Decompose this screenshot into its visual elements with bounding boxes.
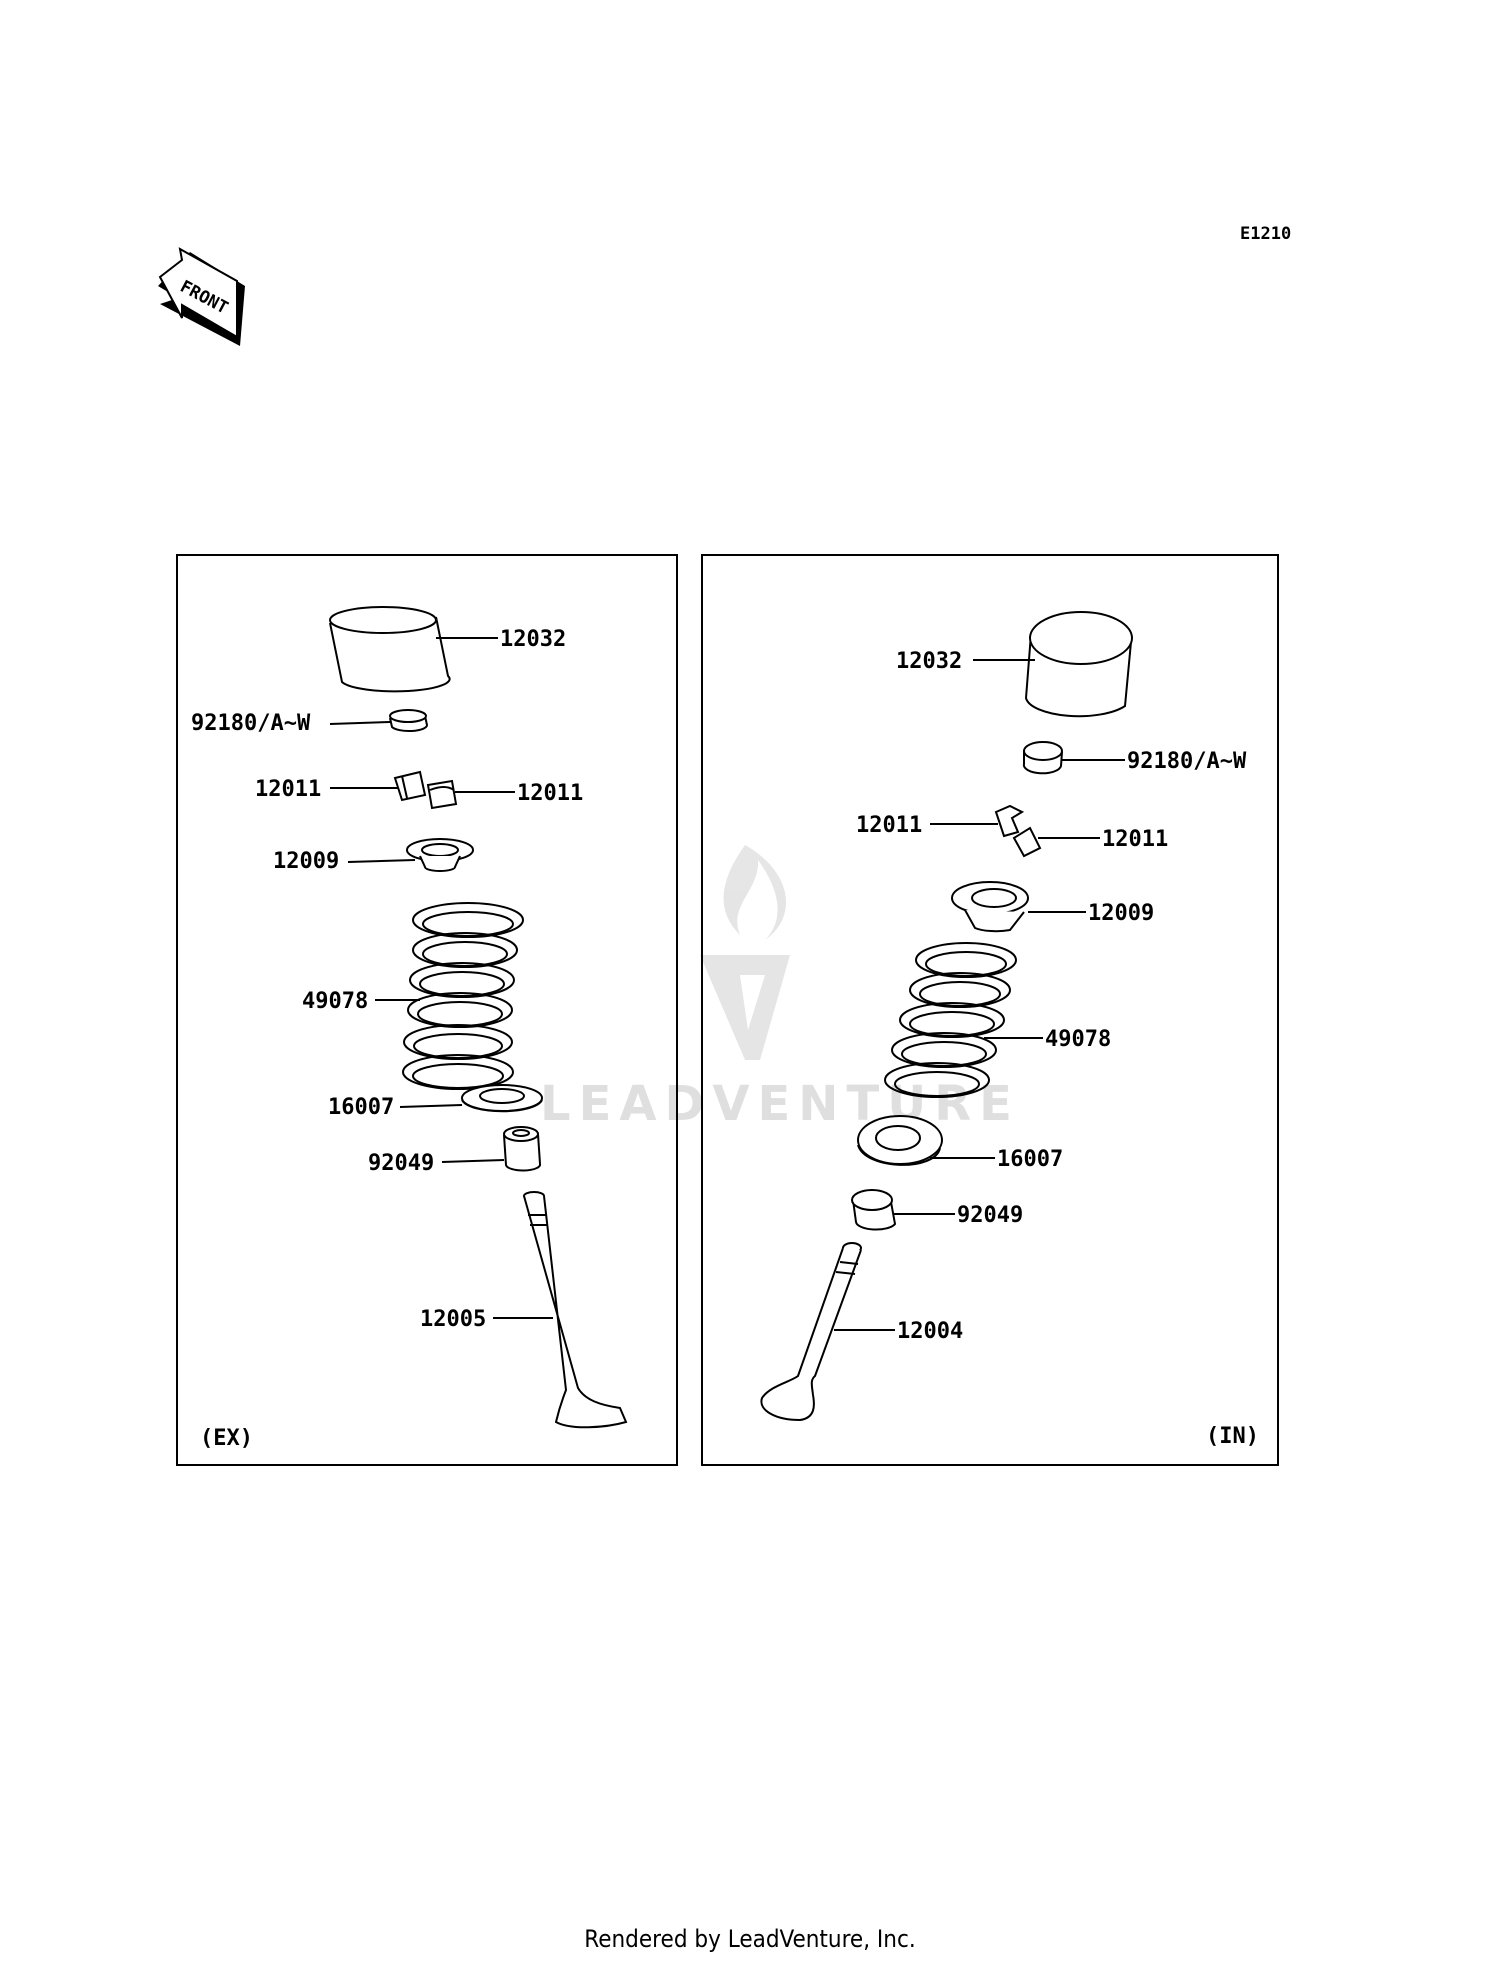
part-label-ex-retainer: 12009 [273,849,339,874]
part-label-in-seal: 92049 [957,1203,1023,1228]
part-label-in-valve: 12004 [897,1319,963,1344]
panel-ex-tag: (EX) [200,1426,253,1451]
diagram-code: E1210 [1240,224,1291,244]
part-label-ex-cotter-right: 12011 [517,781,583,806]
front-arrow-icon: FRONT [158,247,245,346]
watermark-logo: LEADVENTURE [540,845,1020,1132]
retainer-part [951,881,1029,933]
part-label-in-tappet: 12032 [896,649,962,674]
retainer-part [406,838,474,872]
intake-valve-part [760,1242,862,1422]
leader-lines-in [834,659,1125,1331]
part-label-in-spring: 49078 [1045,1027,1111,1052]
cotter-part-left [393,770,427,802]
part-label-in-shim: 92180/A~W [1127,749,1247,774]
part-label-in-cotter-right: 12011 [1102,827,1168,852]
stem-seal-part [503,1126,542,1172]
footer-credit: Rendered by LeadVenture, Inc. [584,1925,915,1953]
part-label-in-seat: 16007 [997,1147,1063,1172]
spring-seat-part [461,1084,543,1113]
spring-seat-part [857,1115,943,1166]
leader-lines-ex [329,637,553,1319]
spring-part [884,942,1017,1098]
part-label-ex-tappet: 12032 [500,627,566,652]
panel-in-frame [701,554,1279,1466]
tappet-part [329,606,451,693]
part-label-ex-shim: 92180/A~W [191,711,311,736]
part-label-ex-spring: 49078 [302,989,368,1014]
tappet-part [1024,611,1133,718]
part-label-in-retainer: 12009 [1088,901,1154,926]
shim-part [389,709,429,733]
shim-part [1022,741,1063,775]
cotter-part-right [426,779,458,810]
part-label-ex-cotter-left: 12011 [255,777,321,802]
cotter-part [994,804,1042,858]
stem-seal-part [851,1189,897,1231]
part-label-ex-seat: 16007 [328,1095,394,1120]
part-label-in-cotter-left: 12011 [856,813,922,838]
panel-ex-frame [176,554,678,1466]
part-label-ex-seal: 92049 [368,1151,434,1176]
spring-part [402,902,524,1090]
exhaust-valve-part [523,1191,628,1429]
part-label-ex-valve: 12005 [420,1307,486,1332]
panel-in-tag: (IN) [1206,1424,1259,1449]
watermark-text: LEADVENTURE [540,1076,1020,1132]
